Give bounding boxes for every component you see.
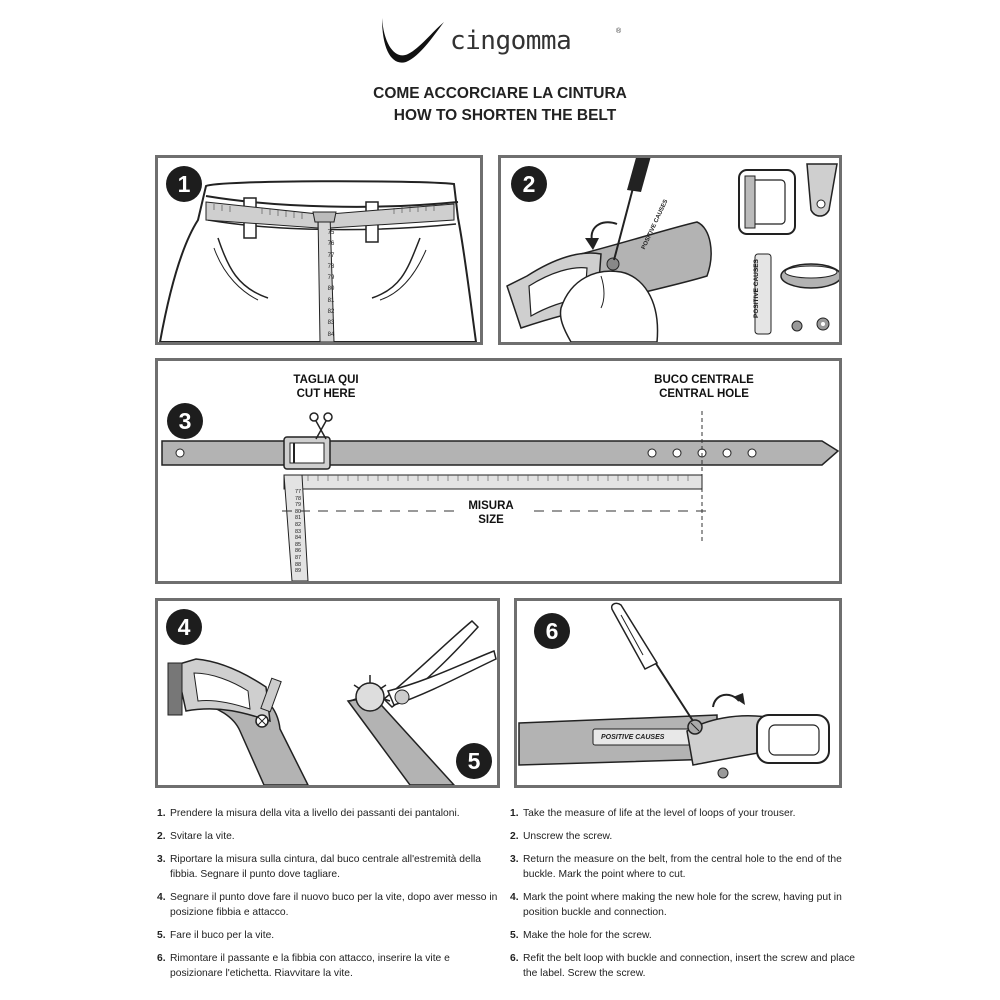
instruction-en-4: 4.Mark the point where making the new ho… bbox=[510, 892, 842, 918]
belt-cut-measure-illustration bbox=[161, 411, 839, 581]
trousers-measure-illustration bbox=[158, 180, 478, 342]
instruction-en-6: 6.Refit the belt loop with buckle and co… bbox=[510, 953, 855, 979]
scissors-icon bbox=[309, 412, 333, 440]
label-brand-text: POSITIVE CAUSES bbox=[753, 259, 760, 318]
brand-name: cingomma bbox=[450, 26, 572, 56]
logo-swoosh-icon bbox=[382, 18, 444, 63]
instruction-en-3: 3.Return the measure on the belt, from t… bbox=[510, 854, 842, 880]
panel-step-6: 6 POSITIVE CAUSES bbox=[514, 598, 842, 788]
step-badge-1: 1 bbox=[166, 166, 202, 202]
instruction-it-4: 4.Segnare il punto dove fare il nuovo bu… bbox=[157, 892, 498, 918]
step-badge-2: 2 bbox=[511, 166, 547, 202]
instruction-it-3: 3.Riportare la misura sulla cintura, dal… bbox=[157, 854, 482, 880]
reassemble-buckle-illustration bbox=[518, 602, 830, 779]
instruction-en-2: 2.Unscrew the screw. bbox=[510, 831, 613, 842]
step-badge-5: 5 bbox=[456, 743, 492, 779]
unscrew-buckle-illustration bbox=[506, 158, 839, 342]
instruction-it-2: 2.Svitare la vite. bbox=[157, 831, 235, 842]
instruction-en-5: 5.Make the hole for the screw. bbox=[510, 930, 652, 941]
step-badge-6: 6 bbox=[534, 613, 570, 649]
panel-step-4-5: 4 5 bbox=[155, 598, 500, 788]
brand-logo: cingomma ® bbox=[378, 16, 628, 66]
mark-and-punch-illustration bbox=[167, 619, 497, 785]
step-badge-4: 4 bbox=[166, 609, 202, 645]
instruction-en-1: 1.Take the measure of life at the level … bbox=[510, 808, 796, 819]
instructions-italian: 1.Prendere la misura della vita a livell… bbox=[157, 806, 502, 989]
instruction-it-5: 5.Fare il buco per la vite. bbox=[157, 930, 275, 941]
title-english: HOW TO SHORTEN THE BELT bbox=[393, 107, 617, 124]
instructions-english: 1.Take the measure of life at the level … bbox=[510, 806, 855, 989]
label-brand-text: POSITIVE CAUSES bbox=[601, 734, 665, 741]
registered-mark: ® bbox=[616, 28, 622, 35]
instruction-it-6: 6.Rimontare il passante e la fibbia con … bbox=[157, 953, 450, 979]
step-badge-3: 3 bbox=[167, 403, 203, 439]
title-italian: COME ACCORCIARE LA CINTURA bbox=[373, 85, 627, 102]
instruction-it-1: 1.Prendere la misura della vita a livell… bbox=[157, 808, 460, 819]
panel-step-2: 2 POSITIVE CAUSES POSITIVE CAUSES bbox=[498, 155, 842, 345]
